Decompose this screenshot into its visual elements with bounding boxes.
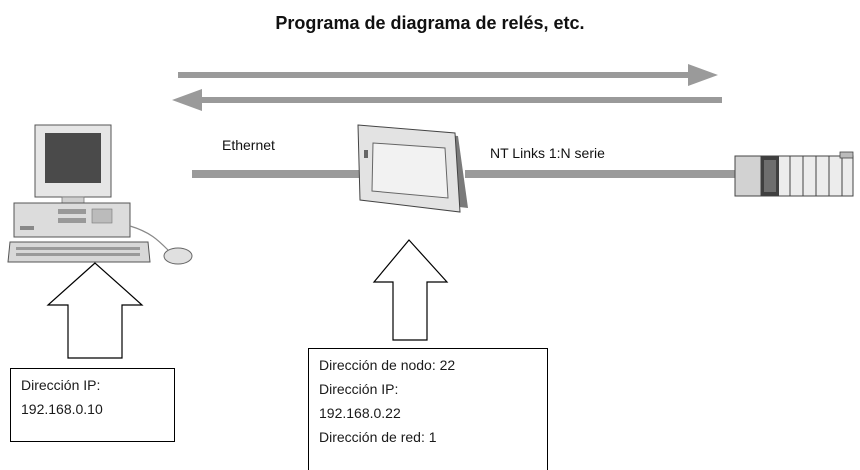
transfer-arrow-right [178, 64, 718, 86]
terminal-ip-value: 192.168.0.22 [319, 405, 401, 421]
programmable-terminal-icon [357, 124, 468, 213]
nt-links-label: NT Links 1:N serie [490, 145, 605, 161]
terminal-network-address: Dirección de red: 1 [319, 429, 437, 445]
plc-rack-icon [734, 151, 854, 197]
nt-links-line [465, 170, 735, 178]
computer-ip-value: 192.168.0.10 [21, 401, 103, 417]
transfer-arrow-left [172, 89, 722, 111]
ethernet-label: Ethernet [222, 137, 275, 153]
computer-ip-label: Dirección IP: [21, 377, 101, 393]
terminal-info-box: Dirección de nodo: 22 Dirección IP: 192.… [308, 348, 548, 470]
up-arrow-computer [46, 262, 144, 359]
terminal-ip-label: Dirección IP: [319, 381, 399, 397]
up-arrow-terminal [372, 239, 449, 341]
desktop-computer-icon [7, 124, 193, 265]
diagram-title: Programa de diagrama de relés, etc. [275, 13, 585, 33]
terminal-node-address: Dirección de nodo: 22 [319, 357, 456, 373]
computer-info-box: Dirección IP: 192.168.0.10 [10, 368, 175, 442]
ethernet-line [192, 170, 362, 178]
